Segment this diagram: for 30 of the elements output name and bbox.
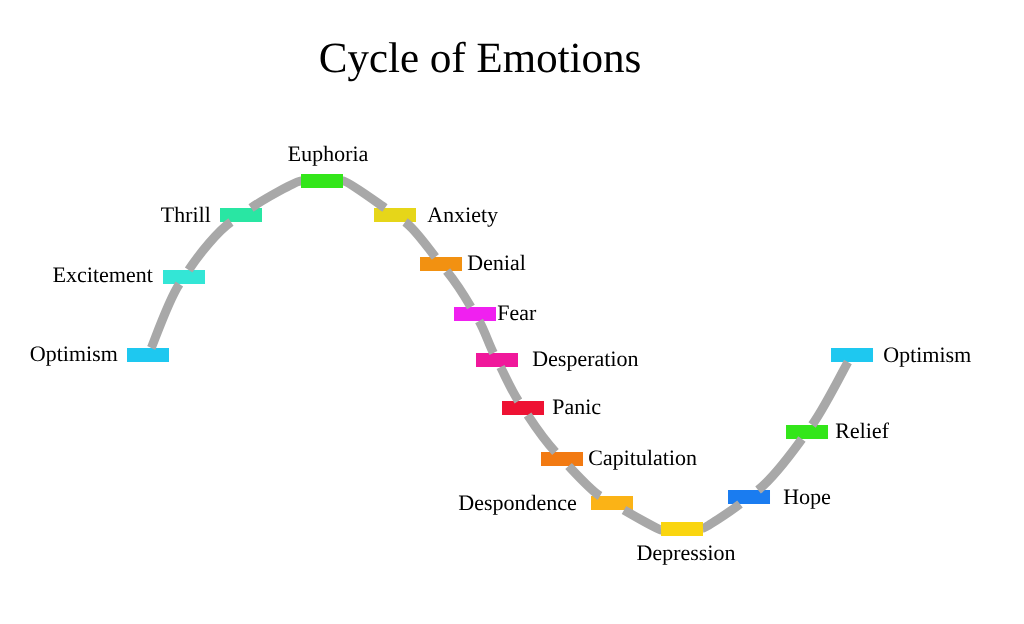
stage-label: Fear	[497, 305, 537, 321]
curve-segment	[147, 281, 184, 350]
curve-segment	[402, 218, 439, 260]
curve-segment	[755, 436, 806, 494]
curve-segment	[808, 359, 852, 428]
curve-segment	[184, 218, 234, 273]
curve-segment	[523, 412, 559, 455]
curve-segment	[621, 506, 663, 535]
stage-label: Optimism	[884, 347, 971, 367]
curve-segment	[565, 462, 603, 500]
curve-segment	[341, 176, 388, 212]
stage-label: Depression	[637, 545, 736, 565]
stage-label: Despondence	[458, 494, 577, 515]
stage-label: Denial	[467, 254, 526, 271]
stage-label: Thrill	[161, 206, 211, 222]
stage-label: Capitulation	[589, 449, 697, 470]
stage-label: Anxiety	[427, 207, 498, 227]
stage-label: Optimism	[30, 346, 118, 366]
stage-label: Hope	[783, 489, 831, 509]
stage-label: Relief	[835, 422, 889, 439]
curve-segment	[496, 364, 523, 404]
curve-segment	[475, 318, 498, 355]
curve-segment	[443, 268, 475, 310]
title: Cycle of Emotions	[320, 41, 640, 82]
stage-label: Euphoria	[288, 145, 369, 166]
stage-label: Panic	[552, 399, 601, 415]
stage-label: Excitement	[53, 267, 153, 283]
stage-label: Desperation	[532, 351, 639, 371]
curve-segment	[701, 500, 743, 533]
curve-segment	[248, 176, 303, 212]
